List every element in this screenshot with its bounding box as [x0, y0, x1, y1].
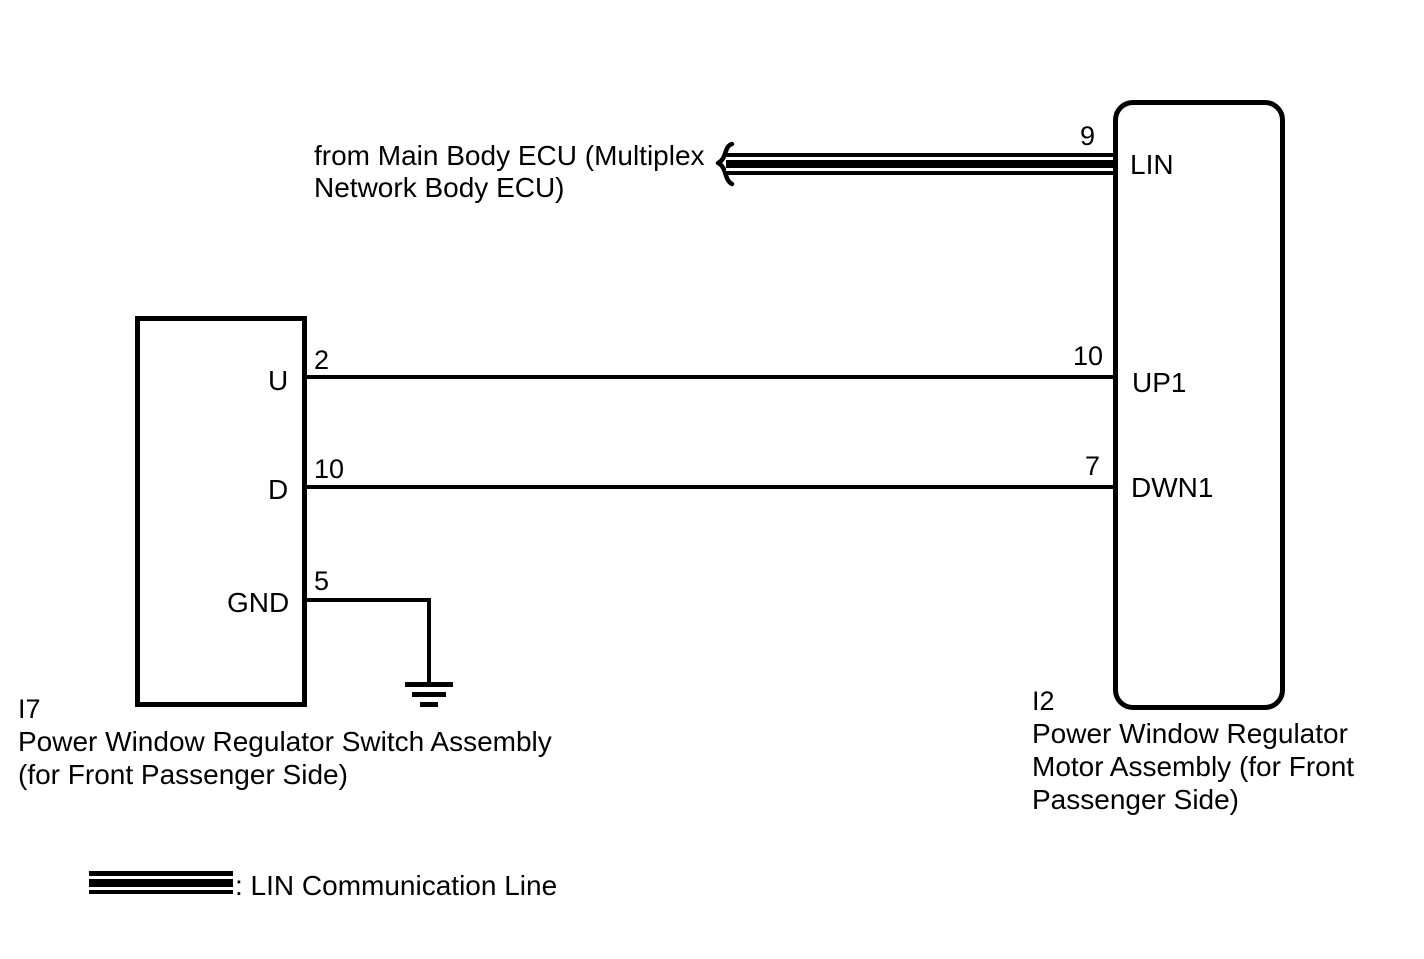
- ground-symbol-bar-3: [420, 702, 438, 707]
- left-pin-label-gnd: GND: [227, 587, 290, 618]
- right-pin-number-lin: 9: [1080, 121, 1096, 151]
- source-note-line-1: from Main Body ECU (Multiplex: [314, 140, 705, 171]
- left-pin-number-gnd: 5: [314, 566, 330, 596]
- left-connector-box: [135, 316, 307, 707]
- right-pin-number-dwn1: 7: [1085, 451, 1101, 481]
- right-pin-label-dwn1: DWN1: [1131, 472, 1214, 503]
- wire-gnd-horizontal: [306, 598, 431, 602]
- wire-gnd-vertical: [427, 598, 431, 682]
- source-note-line-2: Network Body ECU): [314, 172, 565, 203]
- left-pin-number-u: 2: [314, 345, 330, 375]
- left-connector-code: I7: [18, 694, 41, 724]
- wire-up1: [306, 375, 1115, 379]
- lin-line-brace-terminator: [714, 141, 736, 187]
- left-pin-label-d: D: [268, 474, 289, 505]
- right-pin-label-up1: UP1: [1132, 367, 1187, 398]
- left-connector-name-line-2: (for Front Passenger Side): [18, 759, 348, 790]
- left-connector-name-line-1: Power Window Regulator Switch Assembly: [18, 726, 552, 757]
- right-pin-number-up1: 10: [1073, 341, 1104, 371]
- right-connector-name-line-1: Power Window Regulator: [1032, 718, 1348, 749]
- right-connector-name-line-2: Motor Assembly (for Front: [1032, 751, 1355, 782]
- left-pin-number-d: 10: [314, 454, 345, 484]
- left-pin-label-u: U: [268, 365, 289, 396]
- right-connector-code: I2: [1032, 686, 1055, 716]
- wire-dwn1: [306, 485, 1115, 489]
- legend-lin-line-swatch: [89, 871, 233, 894]
- lin-communication-wire: [726, 153, 1121, 175]
- ground-symbol-bar-1: [405, 682, 453, 687]
- legend-lin-label: : LIN Communication Line: [235, 870, 558, 901]
- right-connector-name-line-3: Passenger Side): [1032, 784, 1240, 815]
- ground-symbol-bar-2: [412, 692, 446, 697]
- right-pin-label-lin: LIN: [1130, 149, 1174, 180]
- right-connector-box: [1113, 100, 1285, 710]
